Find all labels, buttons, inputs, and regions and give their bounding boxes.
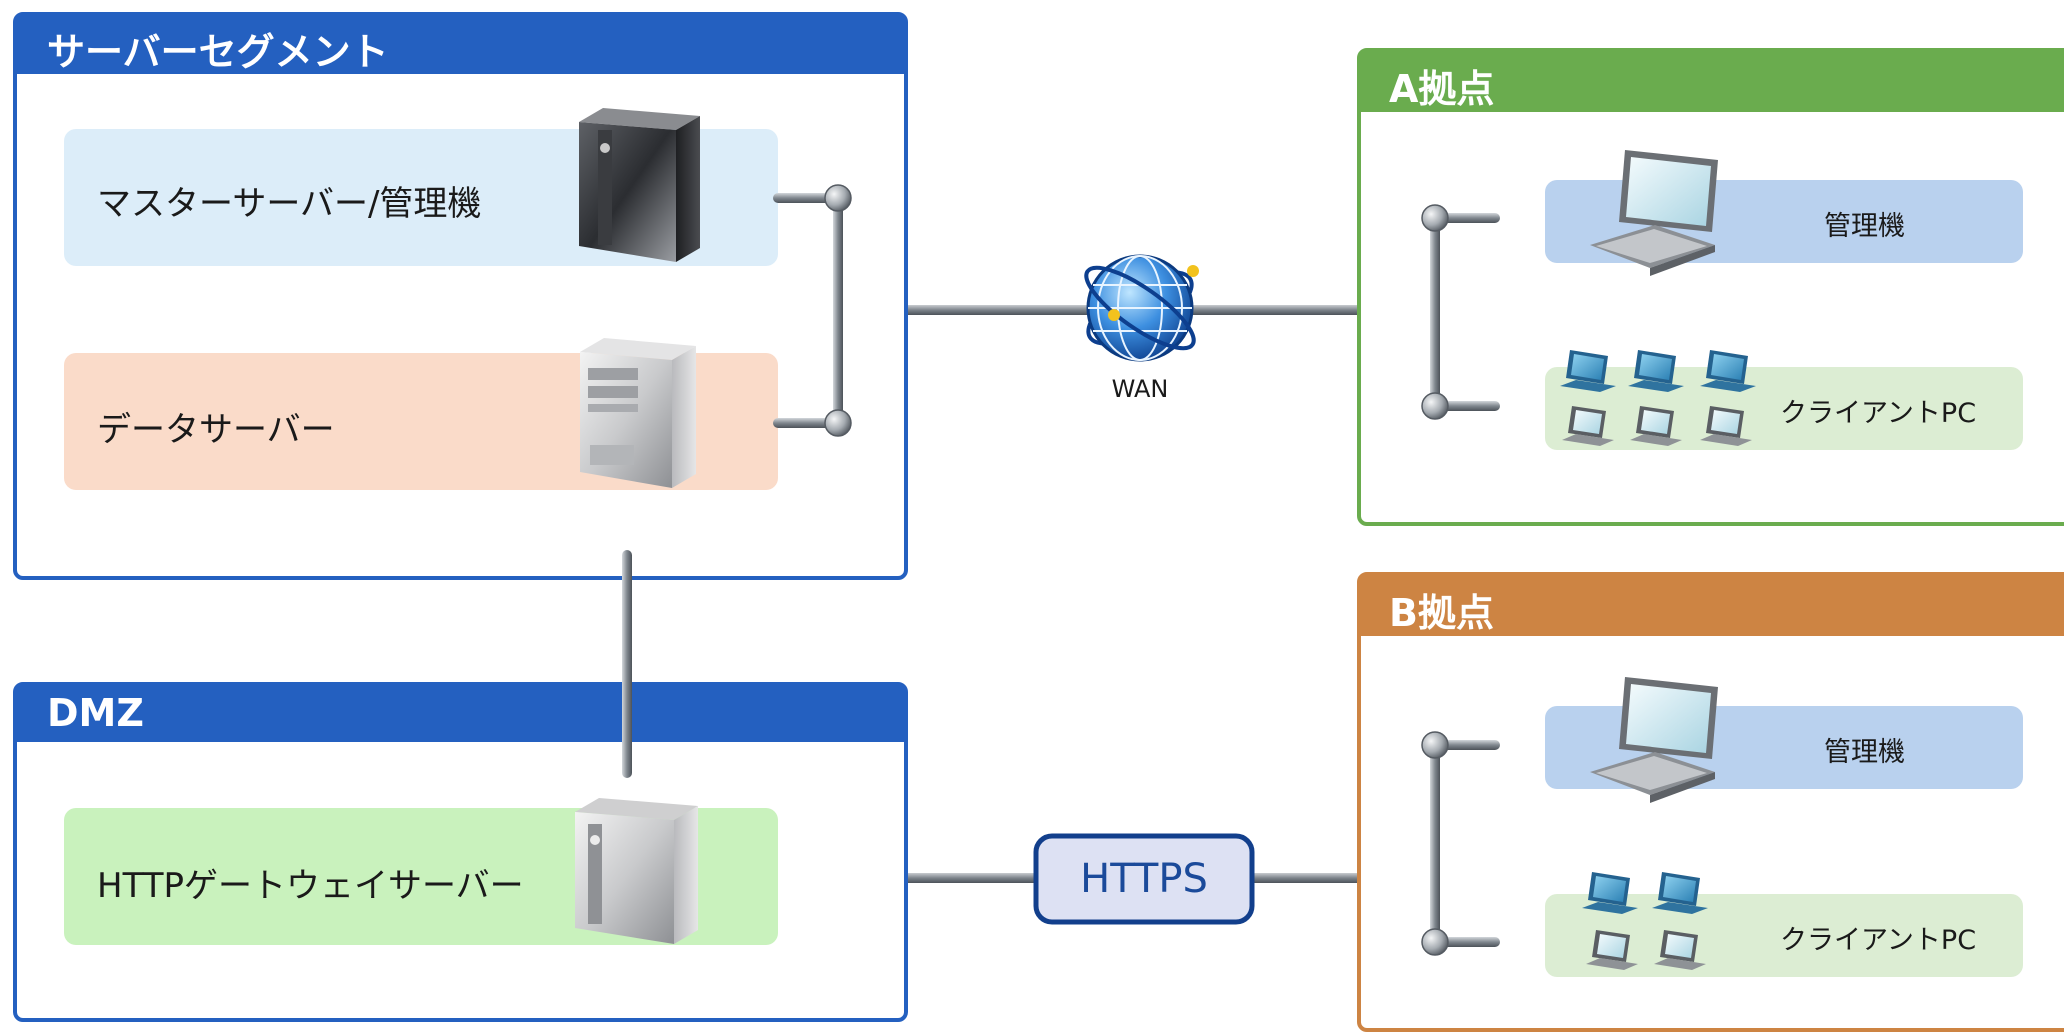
server-bus <box>622 184 852 778</box>
https-label: HTTPS <box>1080 856 1208 902</box>
server-segment-title: サーバーセグメント <box>47 30 389 74</box>
site-a-title: A拠点 <box>1389 67 1495 111</box>
site-b-header: B拠点 <box>1361 576 2064 636</box>
site-a-header: A拠点 <box>1361 52 2064 112</box>
site-b-title: B拠点 <box>1389 591 1494 635</box>
https-badge <box>1033 833 1255 925</box>
site-a-admin-pc-icon <box>1590 150 1718 276</box>
master-server-icon <box>579 108 700 262</box>
site-b-client-label: クライアントPC <box>1780 925 1977 956</box>
site-b-admin-pc-icon <box>1590 677 1718 803</box>
data-server-icon <box>580 338 696 488</box>
dmz-title: DMZ <box>47 691 144 735</box>
site-a-admin-label: 管理機 <box>1824 211 1905 242</box>
data-server-label: データサーバー <box>97 410 335 450</box>
network-graphics: WAN HTTPS <box>575 108 1756 970</box>
site-a-client-row <box>1545 367 2023 450</box>
site-b-client-laptops-icon <box>1582 872 1708 970</box>
gateway-server-icon <box>575 798 698 944</box>
site-b-admin-label: 管理機 <box>1824 737 1905 768</box>
gateway-server-label: HTTPゲートウェイサーバー <box>97 866 524 906</box>
site-a-client-label: クライアントPC <box>1780 398 1977 429</box>
site-b-bus <box>1421 731 1500 956</box>
server-segment-header: サーバーセグメント <box>17 16 904 74</box>
master-server-label: マスターサーバー/管理機 <box>97 184 482 224</box>
site-a-bus <box>1421 204 1500 420</box>
wan-globe-icon <box>1084 254 1199 362</box>
wan-label: WAN <box>1112 375 1169 403</box>
site-a-client-laptops-icon <box>1560 350 1756 446</box>
dmz-header: DMZ <box>17 686 904 742</box>
